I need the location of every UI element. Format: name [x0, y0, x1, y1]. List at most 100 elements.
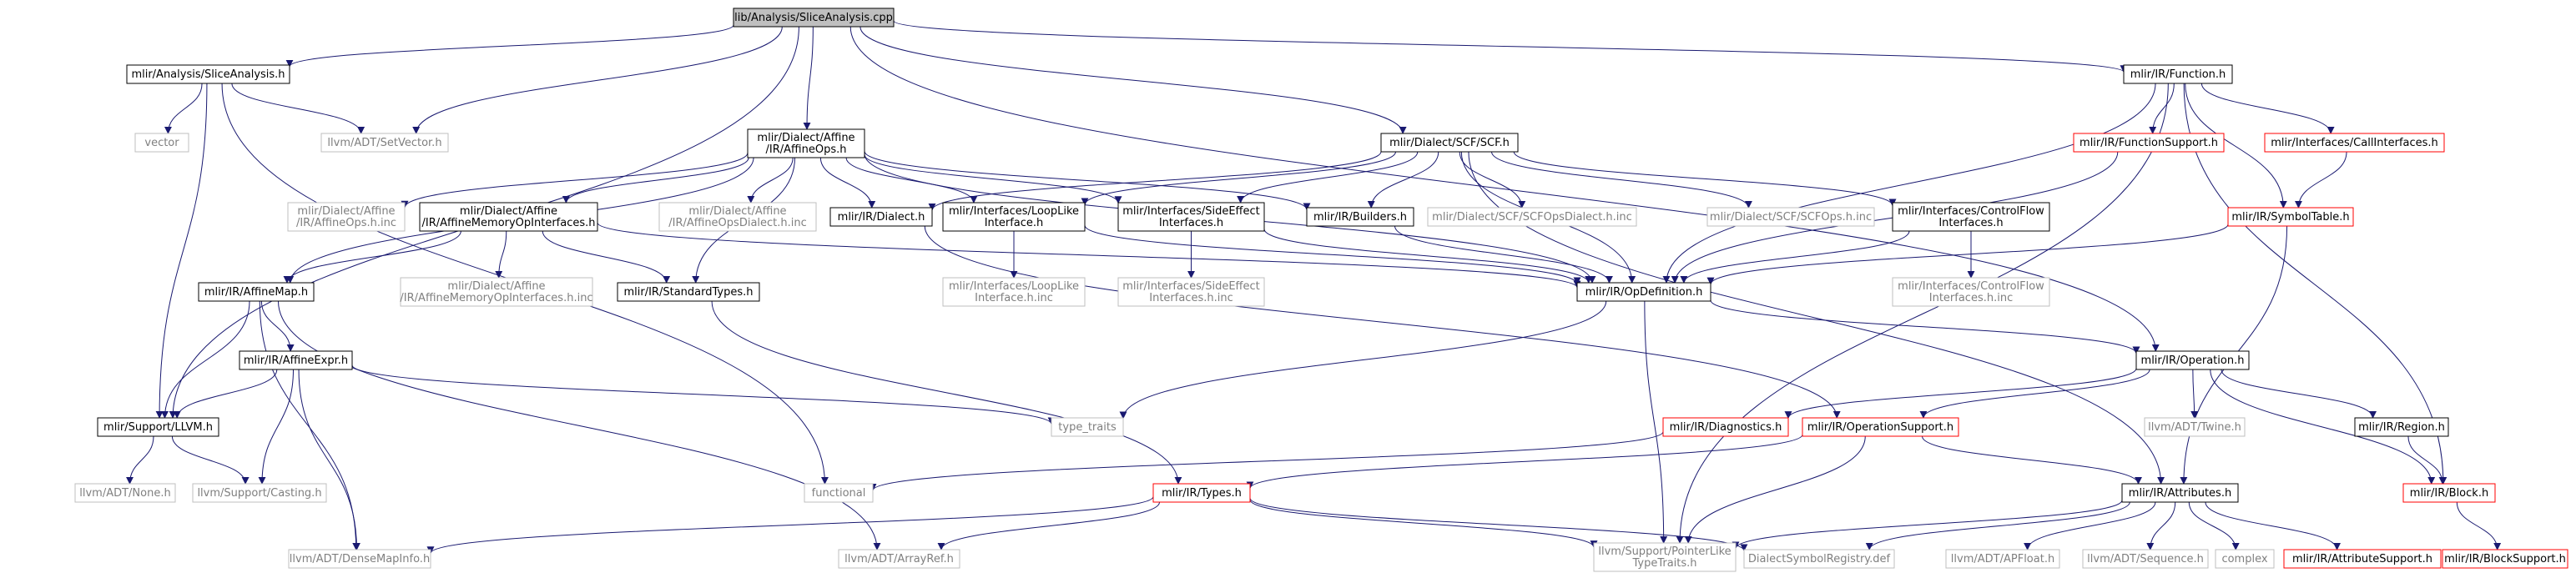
- node-label: mlir/Dialect/SCF/SCFOps.h.inc: [1710, 211, 1872, 224]
- node-label: mlir/IR/StandardTypes.h: [623, 286, 753, 299]
- node-builders-h[interactable]: mlir/IR/Builders.h: [1306, 207, 1414, 227]
- edge-attributes_h-to-dialectsymbolregistry: [1865, 501, 2130, 550]
- node-label: mlir/IR/AffineMap.h: [204, 286, 308, 299]
- node-operation-h[interactable]: mlir/IR/Operation.h: [2135, 350, 2250, 370]
- node-box: [288, 549, 431, 569]
- node-opdefinition-h[interactable]: mlir/IR/OpDefinition.h: [1576, 282, 1711, 302]
- node-affineops-h[interactable]: mlir/Dialect/Affine/IR/AffineOps.h: [747, 128, 865, 158]
- edge-operation_h-to-block_h: [2210, 369, 2436, 485]
- node-label: llvm/ADT/Twine.h: [2148, 421, 2241, 434]
- edge-affinememop_h-to-opdefinition_h: [597, 222, 1581, 289]
- node-label: /IR/AffineMemoryOpInterfaces.h: [421, 217, 595, 229]
- node-attributesupport-h[interactable]: mlir/IR/AttributeSupport.h: [2283, 549, 2442, 569]
- node-block-h[interactable]: mlir/IR/Block.h: [2402, 483, 2496, 503]
- node-label: DialectSymbolRegistry.def: [1748, 553, 1891, 565]
- edge-function_h-to-block_h: [2183, 83, 2447, 485]
- node-box: [1117, 277, 1265, 307]
- node-standardtypes-h[interactable]: mlir/IR/StandardTypes.h: [617, 282, 760, 302]
- edge-affinemap_h-to-arrayref_h: [277, 300, 881, 550]
- node-box: [942, 202, 1086, 232]
- node-label: mlir/IR/AttributeSupport.h: [2292, 553, 2432, 565]
- node-sequence-h: llvm/ADT/Sequence.h: [2082, 549, 2209, 569]
- node-label: mlir/IR/Region.h: [2358, 421, 2445, 434]
- node-label: Interface.h: [985, 217, 1044, 229]
- edge-affinemap_h-to-llvm_h: [160, 300, 250, 419]
- edge-function_h-to-pointerlike_h: [1676, 83, 2169, 544]
- node-box: [239, 350, 353, 370]
- node-callinterfaces-h[interactable]: mlir/Interfaces/CallInterfaces.h: [2264, 133, 2445, 153]
- edge-affinemap_h-to-affineexpr_h: [260, 300, 295, 352]
- node-label: complex: [2221, 553, 2267, 565]
- edge-affineexpr_h-to-type_traits: [351, 364, 1056, 425]
- node-functionsupport-h[interactable]: mlir/IR/FunctionSupport.h: [2073, 133, 2225, 153]
- edge-root-to-setvector: [412, 26, 783, 134]
- node-affineops-inc: mlir/Dialect/Affine/IR/AffineOps.h.inc: [287, 202, 406, 232]
- node-label: mlir/IR/Attributes.h: [2129, 487, 2231, 500]
- node-box: [1945, 549, 2060, 569]
- node-label: mlir/IR/AffineExpr.h: [244, 354, 348, 367]
- node-box: [74, 483, 176, 503]
- node-affinememop-h[interactable]: mlir/Dialect/Affine/IR/AffineMemoryOpInt…: [419, 202, 598, 232]
- node-region-h[interactable]: mlir/IR/Region.h: [2354, 417, 2449, 437]
- node-box: [2121, 483, 2239, 503]
- edge-root-to-scf_h: [860, 26, 1407, 134]
- node-sideeffect-inc: mlir/Interfaces/SideEffectInterfaces.h.i…: [1117, 277, 1265, 307]
- edge-opdefinition_h-to-operation_h: [1710, 299, 2140, 354]
- node-affinemap-h[interactable]: mlir/IR/AffineMap.h: [198, 282, 315, 302]
- node-label: mlir/IR/Diagnostics.h: [1670, 421, 1782, 434]
- node-box: [658, 202, 817, 232]
- edge-affineops_h-to-dialect_h: [819, 157, 876, 209]
- edge-symboltable_h-to-opdefinition_h: [1706, 224, 2229, 285]
- edge-scf_h-to-dialect_h: [928, 151, 1382, 211]
- node-label: mlir/IR/Function.h: [2130, 68, 2226, 81]
- edge-types_h-to-dialectsymbolregistry: [1249, 497, 1748, 552]
- node-label: mlir/IR/OpDefinition.h: [1585, 286, 1703, 299]
- node-label: TypeTraits.h: [1631, 557, 1696, 570]
- node-operationsupport-h[interactable]: mlir/IR/OperationSupport.h: [1802, 417, 1959, 437]
- node-type-traits: type_traits: [1051, 417, 1124, 437]
- node-label: functional: [812, 487, 866, 500]
- node-attributes-h[interactable]: mlir/IR/Attributes.h: [2121, 483, 2239, 503]
- node-sa-h[interactable]: mlir/Analysis/SliceAnalysis.h: [126, 64, 290, 84]
- node-diagnostics-h[interactable]: mlir/IR/Diagnostics.h: [1662, 417, 1789, 437]
- node-symboltable-h[interactable]: mlir/IR/SymbolTable.h: [2227, 207, 2354, 227]
- node-box: [1593, 542, 1737, 572]
- node-box: [733, 8, 895, 28]
- node-types-h[interactable]: mlir/IR/Types.h: [1152, 483, 1251, 503]
- edge-affineexpr_h-to-llvm_h: [173, 369, 278, 419]
- node-box: [419, 202, 598, 232]
- node-label: mlir/Analysis/SliceAnalysis.h: [131, 68, 285, 81]
- edge-sa_h-to-vector: [164, 83, 203, 134]
- edge-function_h-to-callinterfaces_h: [2200, 83, 2335, 134]
- node-label: mlir/Interfaces/LoopLike: [949, 205, 1079, 218]
- edge-opdefinition_h-to-pointerlike_h: [1644, 300, 1668, 544]
- edge-sa_h-to-llvm_h: [155, 83, 208, 419]
- node-label: Interface.h.inc: [975, 292, 1053, 304]
- node-casting-h: llvm/Support/Casting.h: [192, 483, 327, 503]
- edge-operation_h-to-region_h: [2221, 369, 2377, 419]
- node-box: [400, 277, 593, 307]
- edge-affineops_h-to-affineopsdialect_inc: [747, 157, 794, 204]
- edge-operation_h-to-operationsupport_h: [1919, 369, 2150, 419]
- node-affineexpr-h[interactable]: mlir/IR/AffineExpr.h: [239, 350, 353, 370]
- node-label: Interfaces.h.inc: [1149, 292, 1233, 304]
- node-label: mlir/Interfaces/CallInterfaces.h: [2271, 137, 2438, 149]
- edge-affinememop_h-to-standardtypes_h: [542, 230, 671, 284]
- edge-layer: [126, 20, 2502, 555]
- node-root[interactable]: lib/Analysis/SliceAnalysis.cpp: [733, 8, 895, 28]
- node-label: mlir/Interfaces/LoopLike: [949, 280, 1079, 293]
- edge-affineexpr_h-to-densemapinfo_h: [298, 369, 360, 550]
- node-blocksupport-h[interactable]: mlir/IR/BlockSupport.h: [2442, 549, 2568, 569]
- node-label: mlir/Interfaces/ControlFlow: [1898, 280, 2044, 293]
- node-dialect-h[interactable]: mlir/IR/Dialect.h: [829, 207, 933, 227]
- node-box: [2082, 549, 2209, 569]
- node-none-h: llvm/ADT/None.h: [74, 483, 176, 503]
- node-label: mlir/Interfaces/SideEffect: [1122, 205, 1260, 218]
- node-function-h[interactable]: mlir/IR/Function.h: [2123, 64, 2233, 84]
- node-scf-h[interactable]: mlir/Dialect/SCF/SCF.h: [1380, 133, 1519, 153]
- node-llvm-h[interactable]: mlir/Support/LLVM.h: [97, 417, 219, 437]
